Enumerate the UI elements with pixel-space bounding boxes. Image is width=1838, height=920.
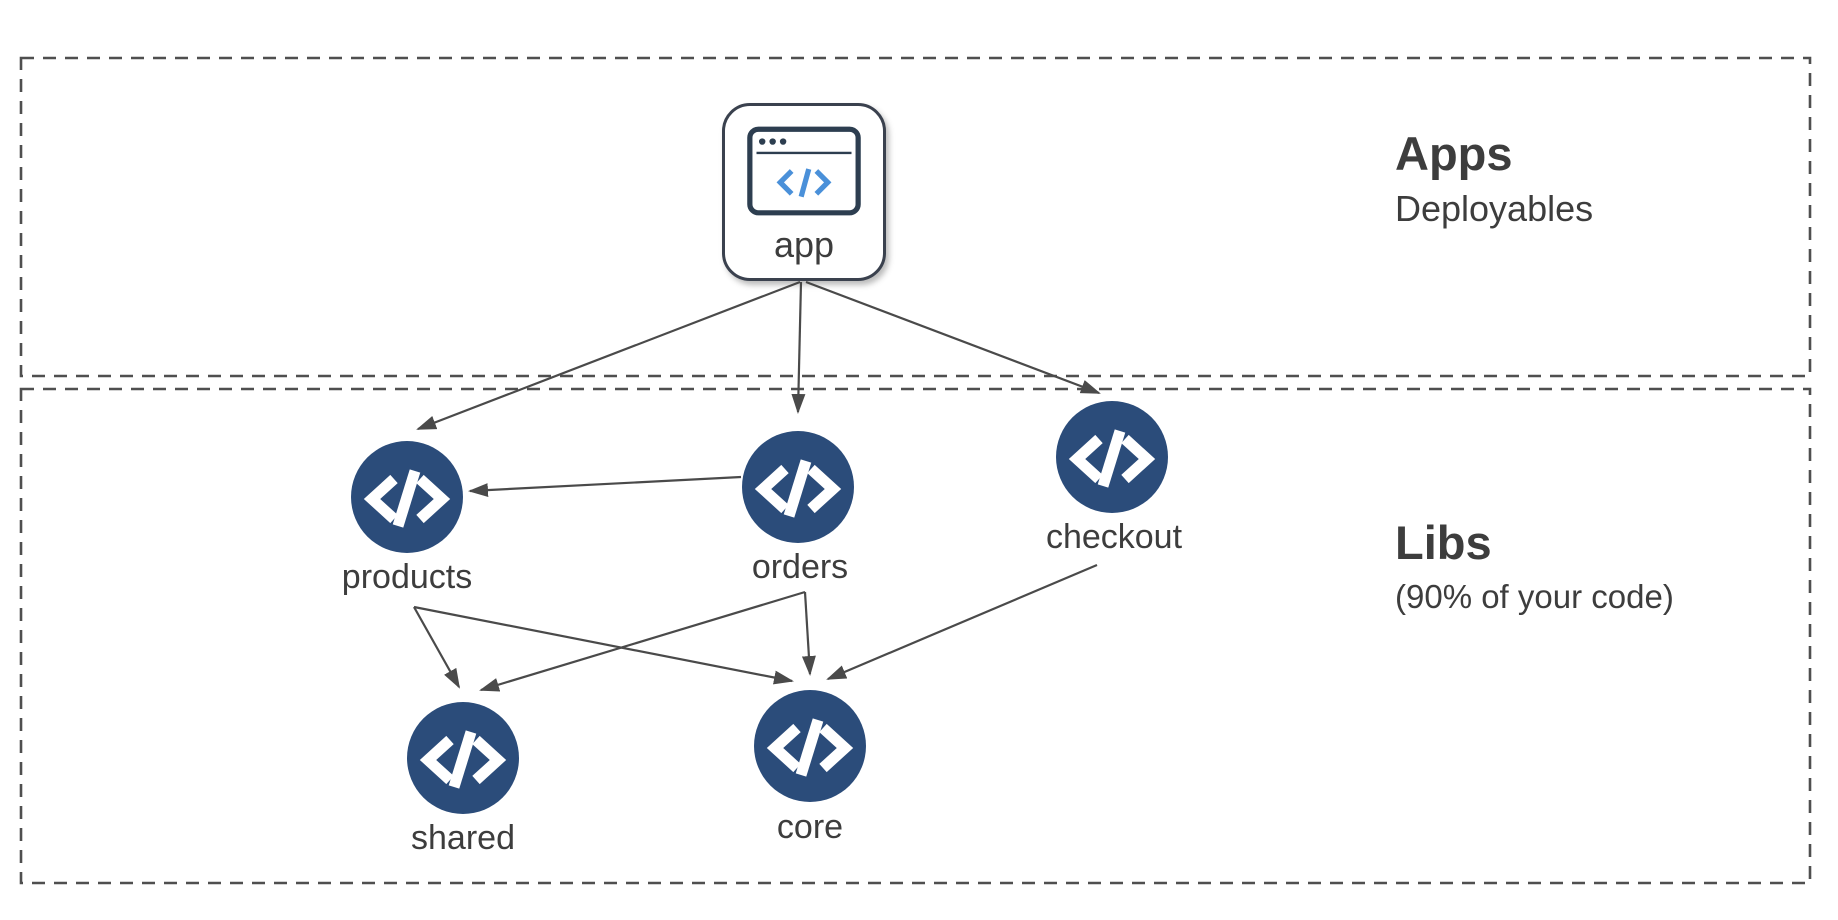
node-core bbox=[754, 690, 866, 802]
libs-section-subtitle: (90% of your code) bbox=[1395, 577, 1674, 615]
node-orders-label: orders bbox=[751, 548, 849, 586]
code-icon bbox=[407, 702, 519, 814]
apps-section-border bbox=[19, 56, 1812, 378]
edge-checkout-core bbox=[826, 563, 1098, 681]
node-checkout bbox=[1056, 401, 1168, 513]
dependency-edges bbox=[413, 280, 1101, 692]
edge-app-checkout bbox=[805, 280, 1101, 395]
node-orders bbox=[742, 431, 854, 543]
node-shared bbox=[407, 702, 519, 814]
libs-section-caption: Libs (90% of your code) bbox=[1395, 517, 1674, 615]
node-checkout-label: checkout bbox=[1045, 518, 1183, 556]
apps-section-title: Apps bbox=[1395, 127, 1513, 180]
node-products-label: products bbox=[341, 558, 473, 596]
code-icon bbox=[1056, 401, 1168, 513]
node-core-label: core bbox=[776, 808, 844, 846]
edge-app-orders bbox=[791, 281, 806, 414]
apps-section-caption: Apps Deployables bbox=[1395, 128, 1593, 228]
code-icon bbox=[351, 441, 463, 553]
libs-section-border bbox=[19, 387, 1812, 885]
apps-section-subtitle: Deployables bbox=[1395, 187, 1594, 229]
edge-orders-shared bbox=[479, 590, 806, 692]
node-shared-label: shared bbox=[411, 819, 515, 857]
edge-orders-core bbox=[801, 591, 816, 676]
node-app: app bbox=[722, 103, 886, 281]
libs-section-title: Libs bbox=[1395, 516, 1492, 569]
node-products bbox=[351, 441, 463, 553]
code-icon bbox=[742, 431, 854, 543]
node-app-label: app bbox=[773, 224, 835, 265]
edge-orders-products bbox=[468, 475, 742, 498]
code-icon bbox=[754, 690, 866, 802]
edge-products-core bbox=[413, 605, 794, 685]
browser-window-icon bbox=[747, 126, 861, 216]
edge-products-shared bbox=[413, 606, 460, 689]
edge-app-products bbox=[416, 280, 801, 431]
